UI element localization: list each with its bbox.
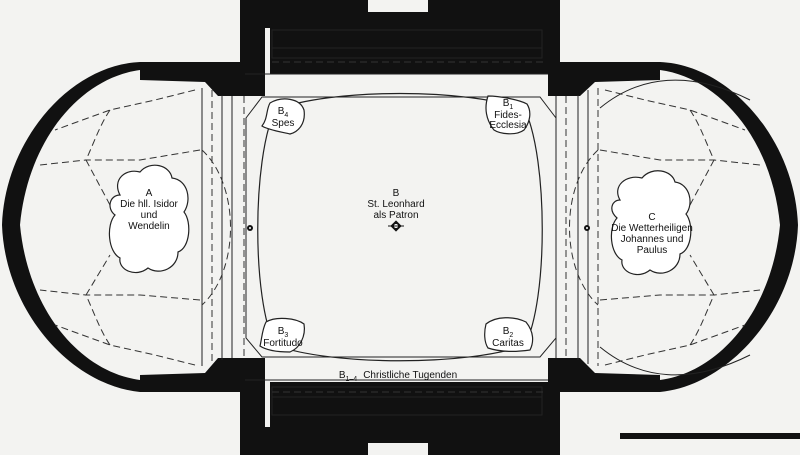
virtue-b4-name: Spes bbox=[272, 118, 295, 129]
virtue-b1-line-2: Ecclesia bbox=[489, 120, 527, 131]
label-virtue-b2: B2 Caritas bbox=[492, 326, 524, 349]
label-b-line-1: St. Leonhard bbox=[367, 199, 424, 210]
top-window bbox=[368, 0, 428, 12]
virtue-cartouches bbox=[259, 95, 534, 353]
label-virtue-b4: B4 Spes bbox=[272, 106, 295, 129]
right-apse-ribs bbox=[599, 79, 761, 376]
virtue-b1-line-1: Fides- bbox=[494, 110, 522, 121]
left-apse-ribs bbox=[39, 89, 201, 366]
label-c-line-3: Paulus bbox=[637, 245, 668, 256]
cartouche-a bbox=[108, 164, 190, 273]
right-apse-wall bbox=[660, 62, 798, 392]
right-door-marker bbox=[584, 225, 590, 231]
label-c-line-1: Die Wetterheiligen bbox=[611, 223, 693, 234]
label-virtue-b1: B1 Fides- Ecclesia bbox=[489, 98, 527, 131]
center-marker bbox=[388, 220, 404, 232]
cartouche-c bbox=[610, 170, 692, 275]
virtue-b2-name: Caritas bbox=[492, 338, 524, 349]
virtue-b3-name: Fortitudo bbox=[263, 338, 303, 349]
virtue-b3-code: B3 bbox=[278, 326, 289, 339]
virtue-b2-code: B2 bbox=[503, 326, 514, 339]
scale-strip bbox=[620, 433, 800, 439]
label-a: A Die hll. Isidor und Wendelin bbox=[120, 188, 178, 232]
label-c-line-2: Johannes und bbox=[621, 234, 684, 245]
crossing-bands bbox=[245, 29, 548, 416]
virtue-b1-code: B1 bbox=[503, 98, 514, 111]
label-b-line-2: als Patron bbox=[373, 210, 418, 221]
label-a-line-1: Die hll. Isidor bbox=[120, 199, 178, 210]
label-virtue-b3: B3 Fortitudo bbox=[263, 326, 303, 349]
virtue-b4-code: B4 bbox=[278, 106, 289, 119]
bottom-window bbox=[368, 443, 428, 455]
label-a-line-2: und bbox=[141, 210, 158, 221]
label-b-letter: B bbox=[393, 188, 400, 199]
left-door-marker bbox=[247, 225, 253, 231]
bottom-wall bbox=[140, 358, 660, 455]
label-c-letter: C bbox=[648, 212, 655, 223]
label-a-letter: A bbox=[146, 188, 153, 199]
left-apse-wall bbox=[2, 62, 140, 392]
label-c: C Die Wetterheiligen Johannes und Paulus bbox=[611, 212, 693, 256]
label-a-line-3: Wendelin bbox=[128, 221, 170, 232]
label-b: B St. Leonhard als Patron bbox=[367, 188, 424, 221]
